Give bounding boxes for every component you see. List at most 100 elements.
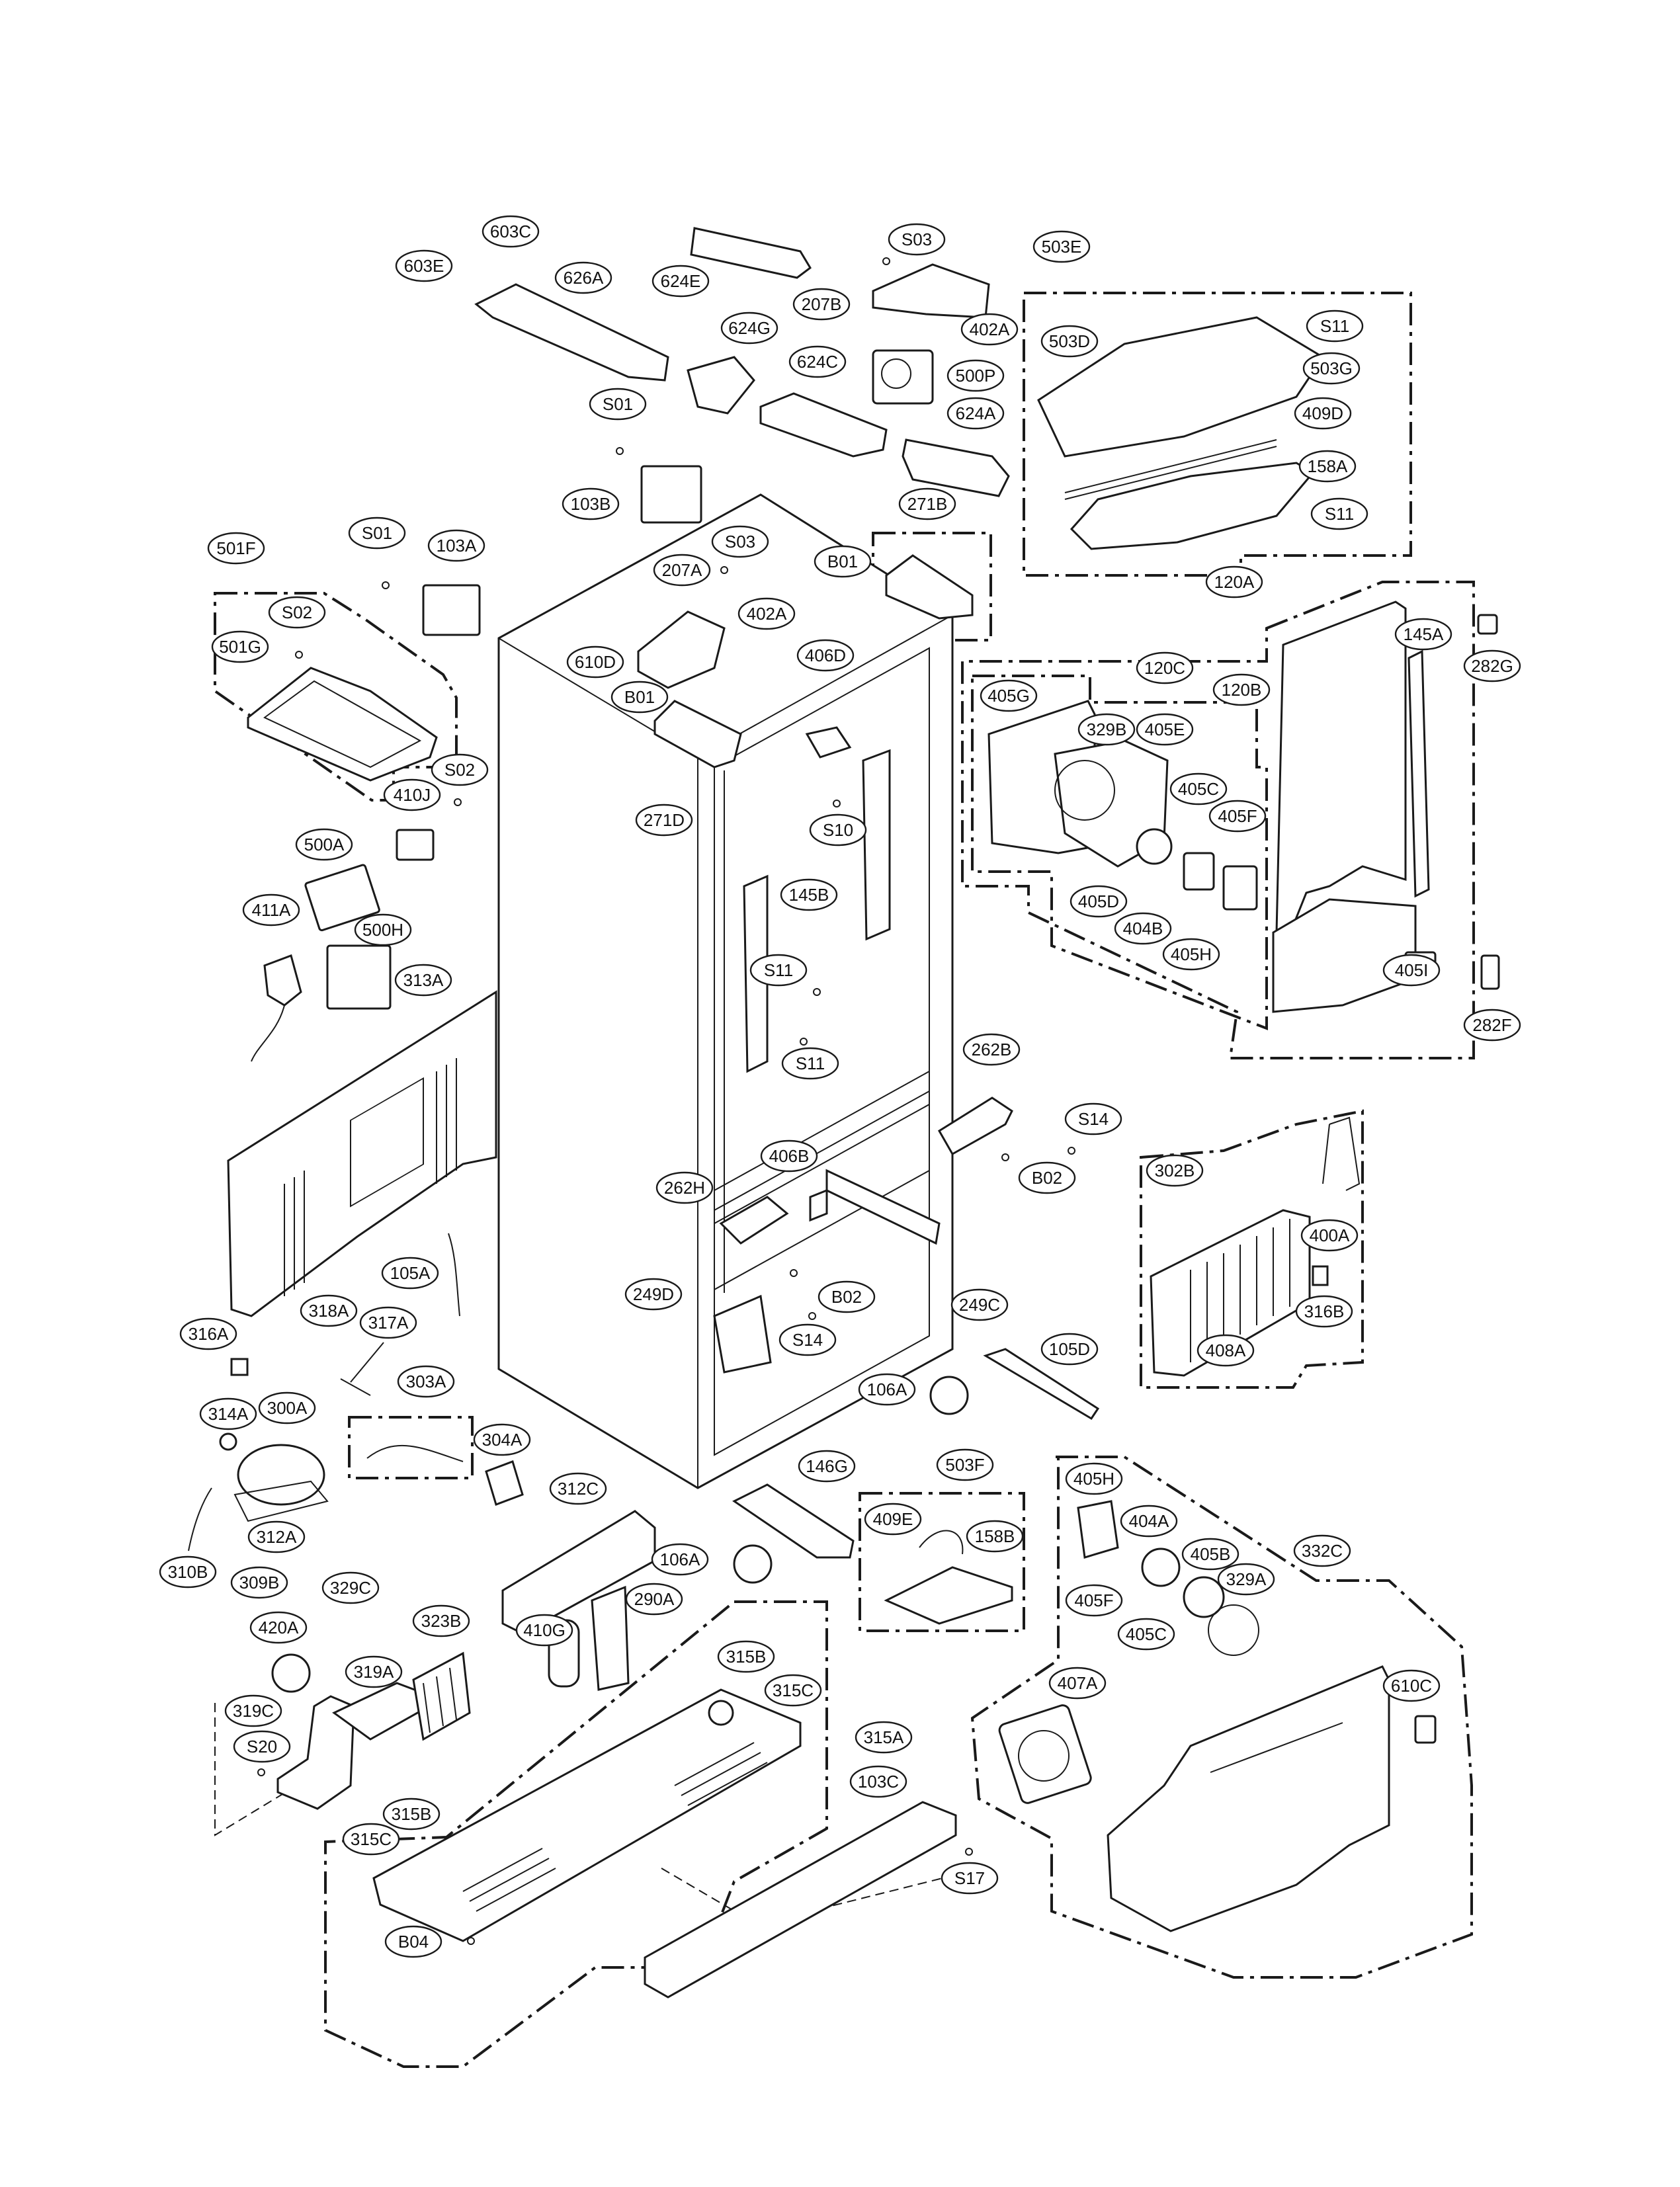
foot-106A-lower	[733, 1544, 773, 1584]
part-label-text: 313A	[403, 970, 444, 990]
part-label-oval	[348, 516, 406, 550]
part-label-oval	[1197, 1334, 1255, 1367]
part-label: 105A	[381, 1257, 439, 1290]
part-label: 103B	[562, 487, 620, 520]
part-label-text: S01	[362, 523, 392, 543]
part-label: S03	[888, 223, 946, 256]
part-label: 404A	[1120, 1505, 1178, 1538]
part-label-text: 624E	[661, 271, 701, 291]
part-label-text: 405C	[1178, 779, 1219, 799]
part-label-text: 309B	[239, 1573, 280, 1592]
part-label: 405H	[1162, 938, 1220, 971]
part-label-oval	[1077, 713, 1136, 746]
part-label-text: 310B	[168, 1562, 208, 1582]
tube-310B	[188, 1487, 212, 1551]
part-label-oval	[1463, 649, 1521, 682]
part-label: 404B	[1114, 912, 1172, 945]
part-label-oval	[1169, 772, 1228, 805]
part-label-text: B01	[624, 687, 655, 707]
part-label-oval	[888, 223, 946, 256]
part-label-text: 318A	[309, 1301, 349, 1321]
part-label-oval	[242, 893, 300, 927]
part-label-text: S10	[823, 820, 853, 840]
part-label-oval	[589, 388, 647, 421]
part-label: 103A	[427, 529, 485, 562]
condenser-fins	[1190, 1219, 1290, 1362]
part-label-text: 405B	[1191, 1544, 1231, 1564]
part-label-text: 120C	[1144, 658, 1185, 678]
part-label: 317A	[359, 1306, 417, 1339]
auger-624E	[690, 227, 812, 279]
part-label-text: 158A	[1308, 456, 1348, 476]
group-302B	[1140, 1109, 1364, 1389]
part-label-oval	[1382, 954, 1441, 987]
part-label: 315B	[717, 1640, 775, 1673]
harness-409E	[919, 1530, 964, 1555]
part-label: 501F	[207, 532, 265, 565]
part-label-oval	[1293, 1534, 1351, 1567]
base-312A	[233, 1480, 329, 1522]
part-label-oval	[431, 753, 489, 786]
part-label-text: B01	[827, 552, 858, 571]
part-label-oval	[295, 828, 353, 861]
part-label-oval	[780, 878, 838, 911]
part-label-text: 503E	[1042, 237, 1082, 257]
part-label: S03	[711, 525, 769, 558]
part-label-oval	[1382, 1669, 1441, 1702]
part-label-oval	[1295, 1295, 1353, 1328]
part-label-oval	[300, 1294, 358, 1327]
part-label-oval	[1300, 1219, 1359, 1252]
back-panel-vents	[284, 1058, 457, 1296]
part-label-oval	[207, 532, 265, 565]
part-label-oval	[383, 778, 441, 811]
part-label-text: S14	[1078, 1109, 1109, 1129]
part-label-oval	[966, 1520, 1024, 1553]
part-label-oval	[792, 288, 851, 321]
harness-303A	[366, 1444, 464, 1462]
part-label-oval	[1064, 1102, 1122, 1135]
part-label-text: 405E	[1145, 720, 1185, 739]
part-label-oval	[610, 681, 669, 714]
part-label-text: 603C	[490, 222, 531, 241]
part-label-oval	[1065, 1462, 1123, 1495]
part-label: 313A	[394, 964, 452, 997]
part-label: 503E	[1032, 230, 1091, 263]
compressor-300A	[237, 1444, 325, 1506]
part-label: 603C	[482, 215, 540, 248]
part-label: S17	[941, 1862, 999, 1895]
part-label-text: 304A	[482, 1430, 523, 1450]
part-label-text: 603E	[404, 256, 444, 276]
part-label-oval	[962, 1033, 1021, 1066]
part-label: 405F	[1208, 800, 1267, 833]
part-label-text: 145A	[1404, 624, 1444, 644]
part-label-oval	[1114, 912, 1172, 945]
part-label-oval	[1394, 618, 1452, 651]
part-label-oval	[1208, 800, 1267, 833]
part-label-text: 145B	[789, 885, 829, 905]
part-label-text: 103C	[858, 1772, 899, 1792]
part-label-oval	[1032, 230, 1091, 263]
part-label: 106A	[651, 1543, 709, 1576]
bracket-207A	[637, 610, 726, 689]
part-label-text: 146G	[806, 1456, 848, 1476]
cover-120B	[1275, 600, 1407, 934]
part-label-text: S11	[1325, 504, 1354, 524]
part-label-oval	[941, 1862, 999, 1895]
pcb-500H	[326, 944, 392, 1010]
part-label-text: S20	[247, 1737, 277, 1756]
part-label: 405F	[1065, 1584, 1123, 1617]
dash-319	[214, 1703, 286, 1836]
clip-610C	[1414, 1715, 1437, 1744]
part-label: 503G	[1302, 352, 1361, 385]
part-label: 408A	[1197, 1334, 1255, 1367]
part-label-oval	[624, 1278, 683, 1311]
part-label: 207A	[653, 554, 711, 587]
part-label: B01	[814, 545, 872, 578]
pad-316B	[1312, 1265, 1329, 1286]
part-label-oval	[1120, 1505, 1178, 1538]
auger-624C	[759, 392, 888, 458]
bracket-290A	[591, 1585, 630, 1691]
part-label: 420A	[249, 1611, 308, 1644]
part-label: 304A	[473, 1423, 531, 1456]
part-label-oval	[473, 1423, 531, 1456]
